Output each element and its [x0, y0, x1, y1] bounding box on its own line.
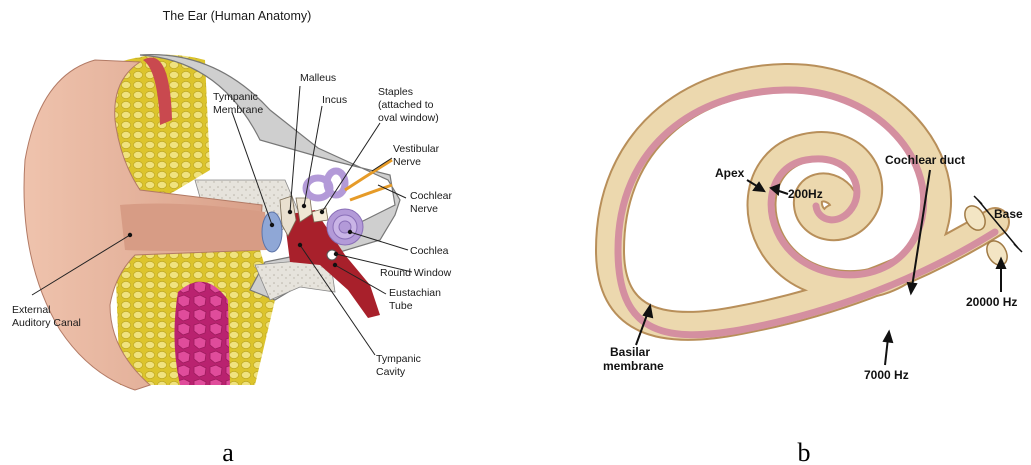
- label-eustachian-tube: Eustachian Tube: [389, 287, 444, 312]
- label-cochlear-duct: Cochlear duct: [885, 153, 965, 167]
- panel-label-a: a: [222, 438, 234, 465]
- label-malleus: Malleus: [300, 72, 336, 84]
- cochlea-shell: [327, 209, 363, 245]
- semicircular-canals: [306, 171, 345, 198]
- label-apex: Apex: [715, 166, 745, 180]
- label-cochlear-nerve: Cochlear Nerve: [410, 190, 455, 215]
- label-200hz: 200Hz: [788, 187, 823, 201]
- label-20000hz: 20000 Hz: [966, 295, 1017, 309]
- label-incus: Incus: [322, 94, 347, 106]
- cochlea-panel: Apex 200Hz Cochlear duct Base 20000 Hz 7…: [603, 78, 1023, 465]
- label-round-window: Round Window: [380, 267, 452, 279]
- ear-panel: The Ear (Human Anatomy): [12, 9, 455, 465]
- label-tympanic-membrane: Tympanic Membrane: [213, 91, 263, 116]
- label-cochlea: Cochlea: [410, 245, 449, 257]
- label-vestibular-nerve: Vestibular Nerve: [393, 143, 442, 168]
- label-base: Base: [994, 207, 1023, 221]
- label-tympanic-cavity: Tympanic Cavity: [376, 353, 424, 378]
- parotid-tissue: [174, 282, 230, 385]
- tympanic-membrane: [262, 212, 282, 252]
- label-staples: Staples (attached to oval window): [378, 86, 439, 124]
- ear-title: The Ear (Human Anatomy): [163, 9, 312, 23]
- label-7000hz: 7000 Hz: [864, 368, 909, 382]
- external-auditory-canal: [120, 204, 268, 251]
- label-basilar-membrane: Basilar membrane: [603, 345, 664, 373]
- panel-label-b: b: [798, 438, 811, 465]
